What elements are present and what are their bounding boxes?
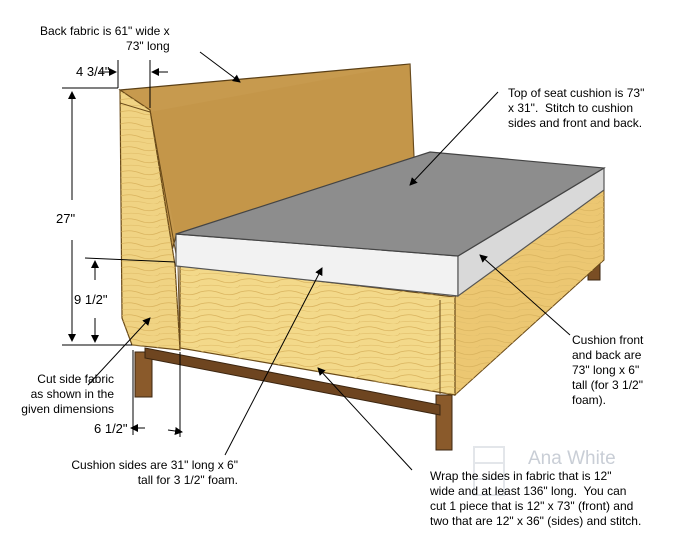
dimension-lines <box>62 60 183 437</box>
cushion-front-note: Cushion front and back are 73" long x 6"… <box>572 333 644 407</box>
watermark-text: Ana White <box>528 448 616 469</box>
total-height-label: 27" <box>56 211 76 226</box>
watermark-logo <box>473 446 505 496</box>
legs <box>134 249 601 451</box>
seat-top-note: Top of seat cushion is 73" x 31". Stitch… <box>508 86 645 130</box>
cut-side-note: Cut side fabric as shown in the given di… <box>21 372 114 416</box>
back-fabric-note: Back fabric is 61" wide x 73" long <box>40 24 170 53</box>
wrap-sides-note: Wrap the sides in fabric that is 12" wid… <box>430 469 642 528</box>
cushion-top <box>175 151 606 257</box>
leader-lines <box>87 51 571 471</box>
cushion-sides-note: Cushion sides are 31" long x 6" tall for… <box>71 458 238 487</box>
bottom-width-label: 6 1/2" <box>94 421 128 436</box>
seat-height-label: 9 1/2" <box>74 292 108 307</box>
top-width-label: 4 3/4" <box>76 64 110 79</box>
